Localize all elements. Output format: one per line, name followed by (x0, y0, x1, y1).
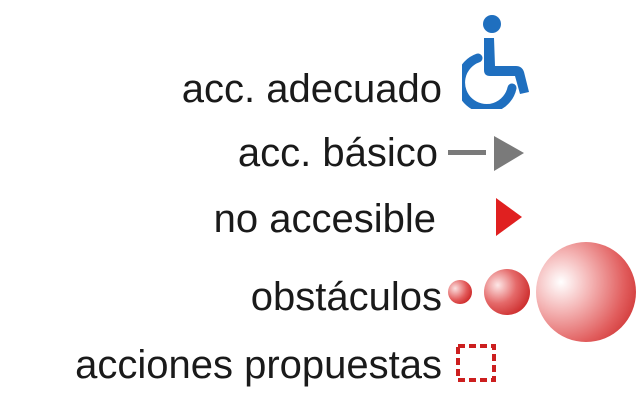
obstacle-circle-medium (484, 269, 530, 315)
dashed-square-icon (456, 344, 496, 382)
gray-arrow-icon (448, 136, 524, 171)
legend-label-obstaculos: obstáculos (250, 275, 442, 319)
legend-label-acciones: acciones propuestas (75, 343, 442, 387)
red-circles-icon (448, 242, 636, 342)
wheelchair-icon (462, 15, 529, 109)
obstacle-circle-large (536, 242, 636, 342)
legend-label-no-accesible: no accesible (213, 197, 436, 241)
obstacle-circle-small (448, 280, 472, 304)
legend-label-basico: acc. básico (237, 131, 438, 175)
red-triangle-icon (496, 198, 522, 236)
legend-label-adecuado: acc. adecuado (181, 67, 442, 111)
